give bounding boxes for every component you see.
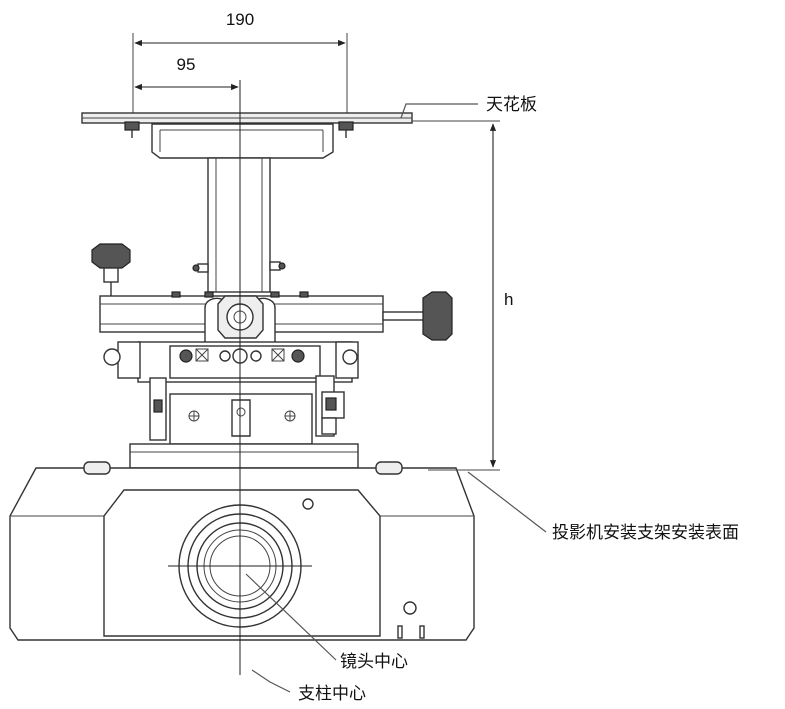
mount-plate — [169, 393, 313, 445]
lens-center-label: 镜头中心 — [340, 652, 408, 671]
dimension-h: h — [412, 120, 513, 471]
mount-surface-leader — [467, 471, 547, 533]
dimension-190: 190 — [132, 10, 348, 118]
ceiling-bolt-right — [338, 121, 354, 138]
ceiling-bracket — [151, 123, 334, 159]
ceiling-label: 天花板 — [486, 95, 537, 114]
plate-screws — [179, 348, 305, 364]
dimension-h-label: h — [504, 290, 513, 309]
pole-center-leader — [251, 669, 291, 693]
pole-pin-right — [269, 261, 286, 271]
dimension-95: 95 — [134, 55, 239, 91]
dimension-190-label: 190 — [226, 10, 254, 29]
ceiling-leader — [400, 103, 478, 119]
pole-pin-left — [192, 263, 209, 273]
dimension-95-label: 95 — [177, 55, 196, 74]
tilt-knob-icon — [91, 243, 131, 297]
side-arm-left — [149, 377, 167, 441]
ceiling-bolt-left — [124, 121, 140, 138]
lens-center-leader — [245, 573, 337, 661]
base-adapter-plate — [129, 443, 359, 469]
pole-center-label: 支柱中心 — [298, 684, 366, 703]
tilt-plate — [103, 341, 359, 383]
mount-surface-label: 投影机安装支架安装表面 — [552, 523, 739, 542]
ceiling-plate — [81, 112, 413, 124]
side-knob-icon — [382, 291, 453, 341]
side-arm-right — [315, 375, 345, 437]
support-pole — [207, 157, 271, 293]
